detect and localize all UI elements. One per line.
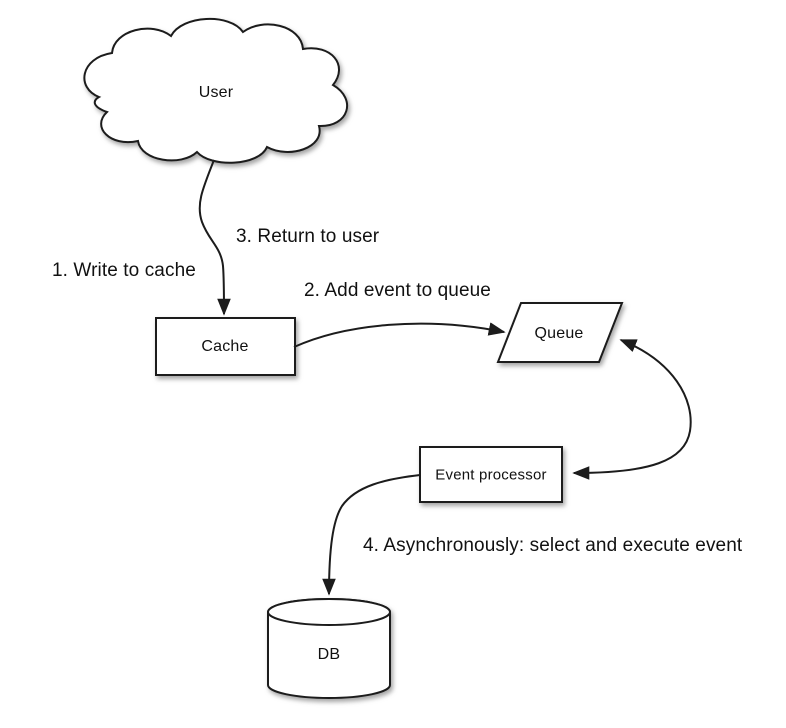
arrow-user-to-cache [198, 159, 231, 316]
edge-label-return-to-user: 3. Return to user [236, 226, 380, 247]
arrow-cache-to-queue [293, 322, 506, 348]
cache-node-label: Cache [201, 338, 249, 355]
db-node-shape [267, 598, 391, 699]
event-processor-node-shape [419, 446, 563, 503]
arrow-event-processor-to-db [322, 474, 421, 596]
edge-label-add-event-to-queue: 2. Add event to queue [304, 280, 491, 301]
queue-node-label: Queue [534, 325, 584, 342]
arrow-queue-event-processor [572, 339, 692, 480]
user-cloud-shape [83, 18, 349, 164]
db-node-label: DB [317, 646, 341, 663]
edge-label-write-to-cache: 1. Write to cache [52, 260, 196, 281]
event-processor-node-label: Event processor [435, 466, 547, 484]
edge-label-async-execute: 4. Asynchronously: select and execute ev… [363, 535, 743, 556]
user-node-label: User [198, 84, 234, 101]
